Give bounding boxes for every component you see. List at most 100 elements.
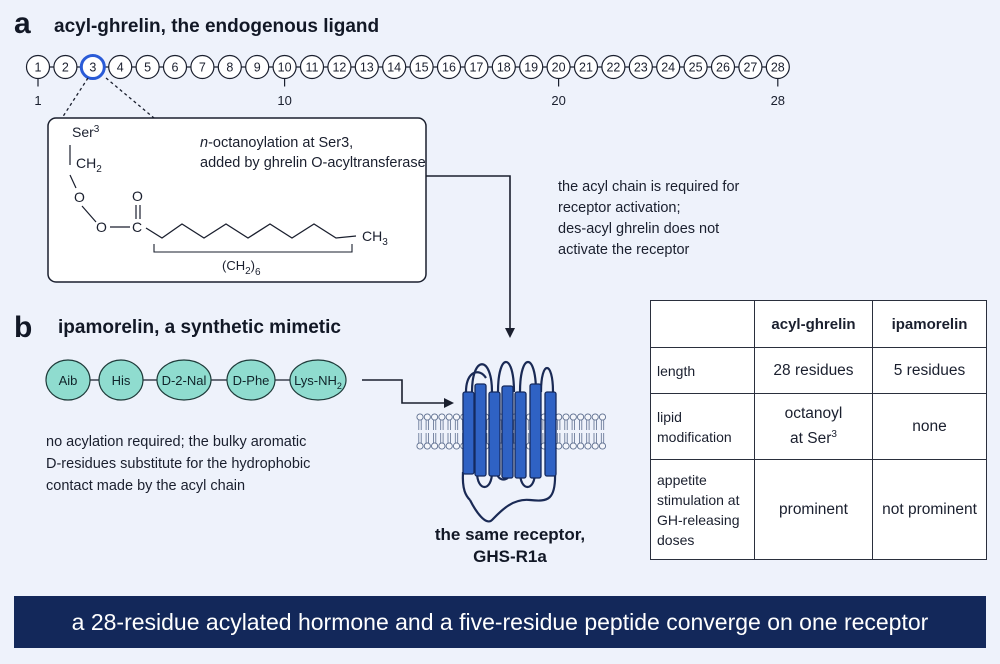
lipid-tail [579,433,583,443]
ghrelin-residue-number: 17 [469,61,483,75]
ghrelin-residue-number: 13 [360,61,374,75]
row-label-length: length [650,347,755,394]
lipid-head [591,413,599,421]
ghrelin-residue [601,54,626,80]
ser-label: Ser3 [72,124,100,140]
ghrelin-residue-number: 22 [606,61,620,75]
lipid-head [584,413,592,421]
zoom-line-right [105,77,155,119]
ghrelin-residue-number: 5 [144,61,151,75]
table-header-ipamorelin: ipamorelin [872,300,987,348]
receptor-loop [539,367,555,393]
lipid-tail [454,433,459,443]
ghrelin-residue [327,54,352,80]
lipid-head [569,442,577,450]
ghrelin-residue [108,54,133,80]
lipid-head [562,442,570,450]
ghrelin-residue [464,54,489,80]
ghrelin-residue-number: 10 [278,61,292,75]
lipid-head [598,413,607,421]
ipamorelin-residue-bead [45,359,91,401]
lipid-tail [600,433,605,443]
lipid-tail [433,420,437,430]
lipid-tail [425,420,429,430]
lipid-tail [418,433,422,443]
tick-label: 20 [551,93,565,108]
receptor-helix [474,383,487,477]
cell-ipa-appetite: not prominent [872,459,987,560]
row-label-lipid: lipid modification [650,393,755,460]
ipamorelin-residue-bead [226,359,276,401]
lipid-head [445,442,453,450]
ghrelin-residue-number: 21 [579,61,593,75]
oxygen-1-label: O [74,189,85,205]
cell-acyl-length: 28 residues [754,347,873,394]
lipid-tail [440,433,444,443]
inset-caption-line1: n-octanoylation at Ser3, [200,135,353,151]
lipid-head [416,442,424,450]
ghrelin-residue [162,54,188,80]
lipid-tail [571,433,575,443]
ghrelin-residue [656,54,681,80]
ghrelin-residue-number: 7 [199,61,206,75]
panel-b-letter: b [14,311,32,344]
lipid-tail [564,420,568,430]
bond-o-o [81,205,97,223]
ghrelin-residue-number: 18 [497,61,511,75]
ghrelin-residue-number: 27 [743,61,757,75]
lipid-head [431,442,439,450]
ghrelin-residue [628,54,653,80]
acyl-note-line4: activate the receptor [558,242,690,258]
lipid-head [423,413,431,421]
ghrelin-residue-number: 2 [62,61,69,75]
ch2-label: CH2 [76,155,102,175]
row-label-appetite: appetite stimulation at GH-releasing dos… [650,459,755,560]
ghrelin-residue-number: 23 [634,61,648,75]
receptor-helix [462,391,475,475]
receptor-loop [518,360,538,393]
chain-repeat-label: (CH2)6 [222,258,261,278]
ghrelin-residue-number: 3 [89,61,96,75]
ghrelin-residue [491,54,516,80]
ghrelin-residue [436,54,462,80]
acyl-note-line1: the acyl chain is required for [558,179,740,195]
lipid-head [452,442,461,450]
receptor-tail-link [461,471,471,501]
lipid-head [452,413,461,421]
ipamorelin-to-receptor-arrow [362,379,454,408]
ghrelin-residue [245,54,270,80]
lipid-tail [564,433,568,443]
ghrelin-residue [135,54,160,80]
ghrelin-residue-number: 20 [552,61,566,75]
lipid-tail [440,420,444,430]
receptor-helix [529,383,542,479]
ipamorelin-residue-bead [156,359,212,401]
lipid-tail [586,433,590,443]
lipid-tail [447,420,451,430]
panel-a-title: acyl-ghrelin, the endogenous ligand [54,16,379,37]
ghrelin-residue [382,54,407,80]
lipid-tail [557,433,561,443]
lipid-head [438,413,446,421]
lipid-tail [586,420,590,430]
lipid-tail [600,420,605,430]
ipamorelin-note-line2: D-residues substitute for the hydrophobi… [46,456,310,472]
carbonyl-oxygen-label: O [132,188,143,204]
ghrelin-residue [190,54,215,80]
chain-bracket [153,244,353,253]
ghrelin-residue [53,54,78,80]
tick-label: 28 [771,93,785,108]
inset-caption-line2: added by ghrelin O-acyltransferase [200,155,426,171]
lipid-head [577,413,585,421]
receptor-helix [544,391,557,477]
lipid-tail [593,433,597,443]
lipid-tail [579,420,583,430]
ipamorelin-residue-label: Lys-NH2 [294,373,342,391]
acyl-note-line3: des-acyl ghrelin does not [558,221,719,237]
table-row: length 28 residues 5 residues [650,347,987,394]
lipid-head [423,442,431,450]
